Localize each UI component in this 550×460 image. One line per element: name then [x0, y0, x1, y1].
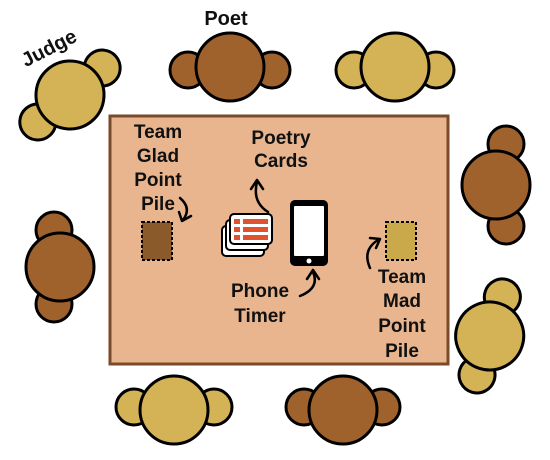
svg-text:Cards: Cards: [254, 151, 308, 172]
player-bottom-center: [284, 374, 402, 446]
svg-text:Mad: Mad: [383, 291, 421, 312]
player-poet: [168, 31, 292, 103]
arrow-phone-timer: [298, 268, 321, 298]
player-left: [24, 210, 96, 324]
svg-text:Pile: Pile: [141, 194, 175, 215]
svg-text:Pile: Pile: [385, 341, 419, 362]
svg-text:Glad: Glad: [137, 146, 179, 167]
player-right-lower: [454, 277, 526, 395]
svg-text:Team: Team: [134, 122, 182, 143]
team-glad-point-pile: [141, 221, 173, 261]
label-team-glad-point-pile: Team Glad Point Pile: [134, 122, 183, 215]
card-stack-icon: [221, 213, 273, 257]
smartphone-icon: [290, 200, 328, 266]
arrow-team-mad: [366, 236, 382, 270]
label-poetry-cards: Poetry Cards: [251, 128, 311, 172]
label-phone-timer: Phone Timer: [231, 281, 289, 327]
player-judge: [18, 48, 122, 142]
label-poet: Poet: [204, 8, 248, 30]
svg-text:Poetry: Poetry: [251, 128, 311, 149]
arrow-poetry-cards: [249, 178, 270, 214]
player-top-right: [334, 31, 456, 103]
arrow-team-glad: [177, 196, 193, 223]
svg-text:Team: Team: [378, 267, 426, 288]
svg-text:Point: Point: [378, 316, 426, 337]
svg-text:Timer: Timer: [234, 306, 286, 327]
label-team-mad-point-pile: Team Mad Point Pile: [378, 267, 427, 362]
team-mad-point-pile: [385, 221, 417, 261]
svg-text:Phone: Phone: [231, 281, 289, 302]
player-right-upper: [460, 124, 532, 246]
svg-text:Point: Point: [134, 170, 182, 191]
player-bottom-left: [114, 374, 234, 446]
